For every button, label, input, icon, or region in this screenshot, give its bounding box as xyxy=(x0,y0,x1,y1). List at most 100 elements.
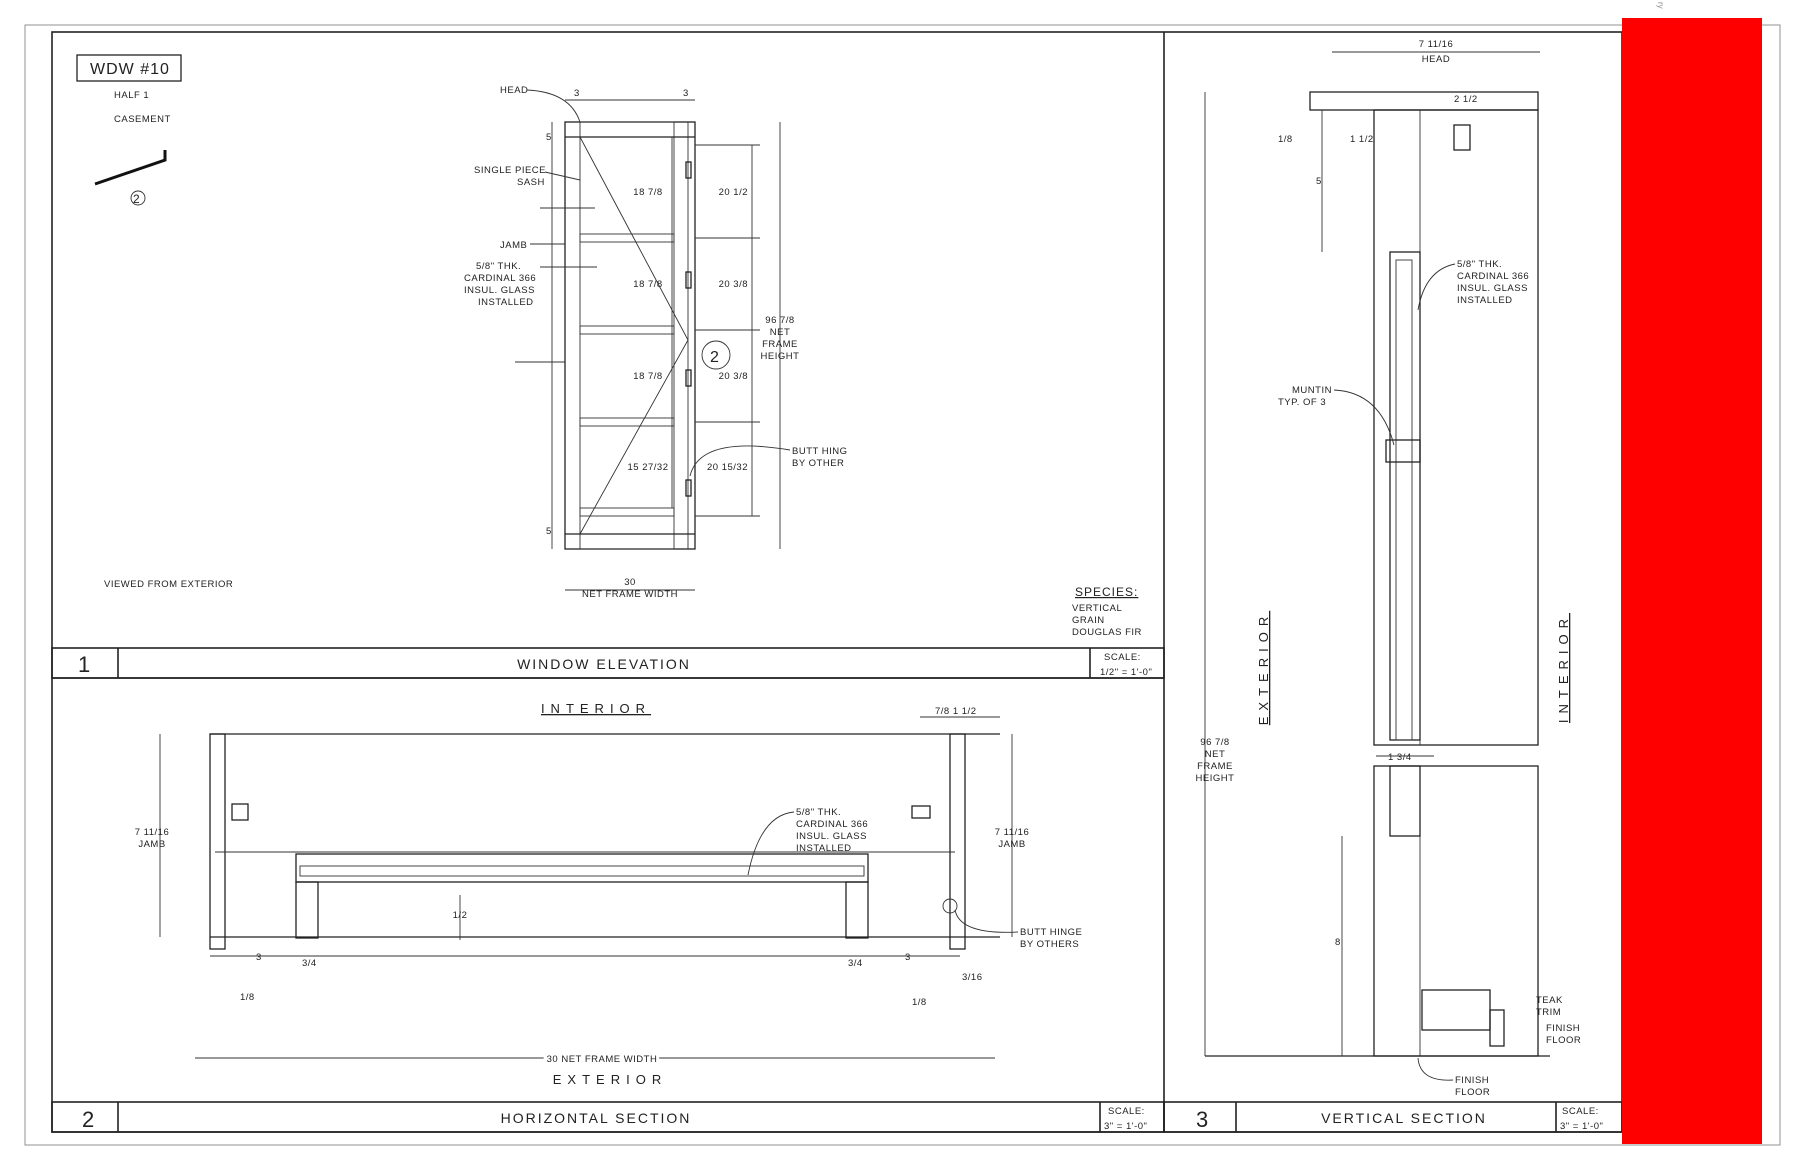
v-finish-1b: FLOOR xyxy=(1546,1035,1581,1046)
title-number-3: 3 xyxy=(1196,1107,1208,1132)
swing-marker-circle xyxy=(130,190,146,206)
detail-marker: 2 xyxy=(710,349,719,366)
scale-label-3: SCALE: xyxy=(1562,1106,1599,1117)
h-jamb-right-1: 7 11/16 xyxy=(995,827,1030,838)
species-title: SPECIES: xyxy=(1075,585,1138,599)
v-exterior: EXTERIOR xyxy=(1256,611,1271,725)
h-hinge-leader xyxy=(954,909,1019,933)
h-right-jamb xyxy=(949,733,966,950)
height-label-3: FRAME xyxy=(762,339,798,350)
dim-3-left: 3 xyxy=(574,88,580,99)
v-dim-5: 5 xyxy=(1316,176,1322,187)
v-height-3: FRAME xyxy=(1197,761,1233,772)
v-teak-2: TRIM xyxy=(1536,1007,1561,1018)
v-interior: INTERIOR xyxy=(1556,613,1571,723)
scale-label-2: SCALE: xyxy=(1108,1106,1145,1117)
height-label-4: HEIGHT xyxy=(761,351,800,362)
v-head-block xyxy=(1309,91,1539,111)
v-finish-2a: FINISH xyxy=(1455,1075,1489,1086)
h-dim-18r: 1/8 xyxy=(912,997,927,1008)
v-glass-1: 5/8" THK. xyxy=(1457,259,1502,270)
v-dim-18: 1/8 xyxy=(1278,134,1293,145)
red-margin-bar xyxy=(1622,18,1762,1144)
muntin-bars xyxy=(579,233,675,517)
hinge-leader xyxy=(689,445,791,477)
v-muntin xyxy=(1385,439,1421,463)
corner-stamp: ry xyxy=(1656,2,1665,9)
dim-5-top: 5 xyxy=(546,132,552,143)
h-center: 1/2 xyxy=(453,910,468,921)
species-line-3: DOUGLAS FIR xyxy=(1072,627,1142,638)
v-sill xyxy=(1421,989,1491,1031)
v-glass-leader xyxy=(1417,263,1456,311)
h-top-dims: 7/8 1 1/2 xyxy=(935,706,976,717)
head-leader xyxy=(526,89,581,123)
title-number-2: 2 xyxy=(82,1107,94,1132)
title-1: WINDOW ELEVATION xyxy=(517,656,691,672)
window-frame xyxy=(564,121,696,550)
window-badge: WDW #10 xyxy=(90,61,170,78)
h-jamb-left-1: 7 11/16 xyxy=(135,827,170,838)
h-exterior: EXTERIOR xyxy=(553,1072,667,1087)
horizontal-section-panel: INTERIOR 1/2 7 11/16 JAMB 7 11/16 JAMB 7… xyxy=(51,701,1165,1133)
v-sill-trim xyxy=(1489,1009,1505,1047)
viewed-from-label: VIEWED FROM EXTERIOR xyxy=(104,579,233,590)
v-height-1: 96 7/8 xyxy=(1200,737,1229,748)
swing-symbol xyxy=(94,150,167,186)
glass-label-1: 5/8" THK. xyxy=(476,261,521,272)
dim-3-right: 3 xyxy=(683,88,689,99)
window-sash xyxy=(579,121,675,550)
h-glass-inner xyxy=(299,865,865,877)
species-line-2: GRAIN xyxy=(1072,615,1105,626)
height-label-1: 96 7/8 xyxy=(765,315,794,326)
width-label-2: NET FRAME WIDTH xyxy=(582,589,678,600)
width-label-1: 30 xyxy=(624,577,636,588)
v-lower-jamb xyxy=(1373,765,1539,1057)
v-finish-leader xyxy=(1417,1057,1454,1081)
v-glass-2: CARDINAL 366 xyxy=(1457,271,1529,282)
h-dim-3l: 3 xyxy=(256,952,262,963)
window-subtitle-2: CASEMENT xyxy=(114,114,171,125)
v-muntin-1: MUNTIN xyxy=(1292,385,1332,396)
v-glass-4: INSTALLED xyxy=(1457,295,1513,306)
v-glass-pane xyxy=(1395,259,1413,741)
species-line-1: VERTICAL xyxy=(1072,603,1122,614)
sash-leader xyxy=(544,171,581,181)
detail-marker-circle xyxy=(701,340,731,370)
v-head-2: HEAD xyxy=(1422,54,1450,65)
v-muntin-2: TYP. OF 3 xyxy=(1278,397,1326,408)
scale-3: 3" = 1'-0" xyxy=(1560,1121,1603,1132)
h-left-stop xyxy=(231,803,249,821)
v-dim-mid: 1 3/4 xyxy=(1388,752,1412,763)
h-jamb-right-2: JAMB xyxy=(998,839,1025,850)
h-jamb-left-2: JAMB xyxy=(138,839,165,850)
head-label: HEAD xyxy=(500,85,528,96)
v-upper-jamb xyxy=(1373,109,1539,746)
pane-dim-2: 18 7/8 xyxy=(633,279,662,290)
h-glass-1: 5/8" THK. xyxy=(796,807,841,818)
right-dim-3: 20 3/8 xyxy=(719,371,748,382)
window-elevation-panel: WDW #10 HALF 1 CASEMENT 2 VIEWED FROM EX… xyxy=(51,54,1165,679)
pane-dim-3: 18 7/8 xyxy=(633,371,662,382)
h-width: 30 NET FRAME WIDTH xyxy=(547,1054,658,1065)
title-2: HORIZONTAL SECTION xyxy=(501,1110,692,1126)
pane-dim-1: 18 7/8 xyxy=(633,187,662,198)
sheet-border-outer xyxy=(24,24,1781,1146)
v-dim-2: 2 1/2 xyxy=(1454,94,1478,105)
h-dim-3r: 3 xyxy=(905,952,911,963)
swing-diagonal xyxy=(579,136,689,535)
v-glass-3: INSUL. GLASS xyxy=(1457,283,1528,294)
hinge-label-2: BY OTHER xyxy=(792,458,844,469)
h-right-stile xyxy=(845,881,869,939)
hinge-marks xyxy=(685,161,692,497)
dim-5-bottom: 5 xyxy=(546,526,552,537)
v-finish-1a: FINISH xyxy=(1546,1023,1580,1034)
v-dim-8: 8 xyxy=(1335,937,1341,948)
h-dim-34l: 3/4 xyxy=(302,958,317,969)
pane-dim-4: 15 27/32 xyxy=(628,462,669,473)
height-label-2: NET xyxy=(770,327,791,338)
scale-2: 3" = 1'-0" xyxy=(1104,1121,1147,1132)
h-glass-3: INSUL. GLASS xyxy=(796,831,867,842)
vertical-section-panel: 7 11/16 HEAD 96 7/8 NET FRAME HEIGHT 2 1… xyxy=(1163,39,1623,1133)
h-hinge-circle xyxy=(942,898,958,914)
